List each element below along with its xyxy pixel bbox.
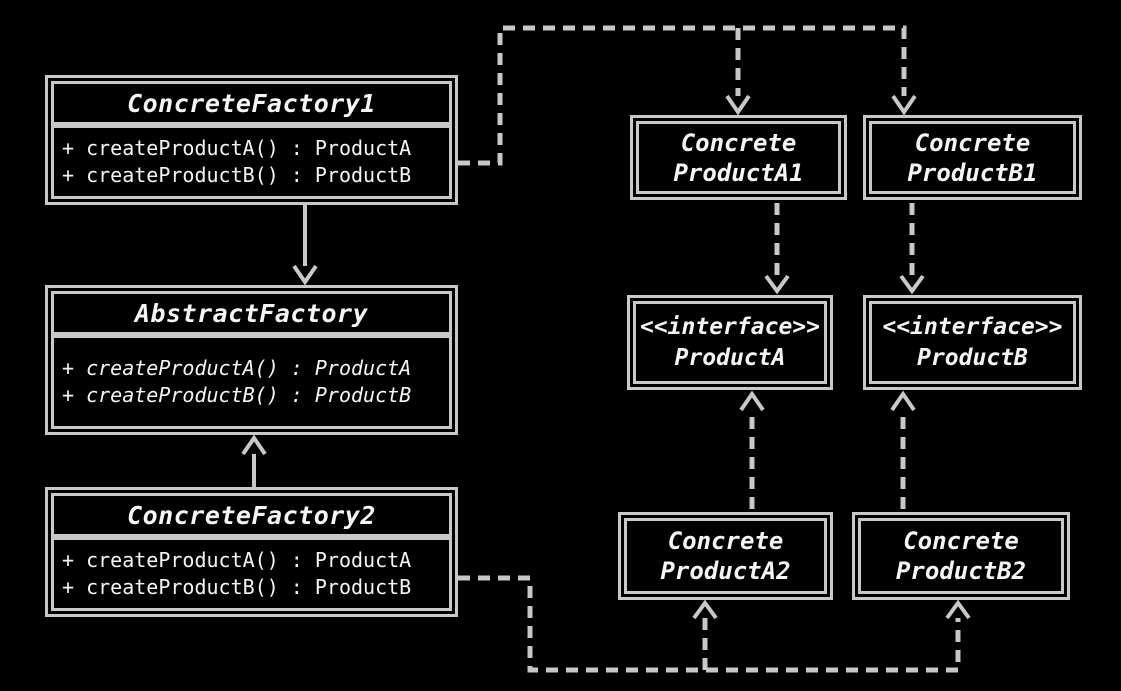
class-name: ConcreteFactory2 [51,493,452,537]
method-line: + createProductA() : ProductA [62,548,412,572]
creates-arrows-concretefactory2-to-products [458,575,971,673]
inheritance-arrow-concretefactory1-to-abstractfactory [292,203,318,286]
method-line: + createProductA() : ProductA [62,136,412,160]
realization-arrow-concreteproductb2-to-productb [890,390,916,509]
interface-stereotype: <<interface>> [882,313,1063,340]
method-line: + createProductB() : ProductB [62,575,412,599]
interface-name: <<interface>> ProductB [869,301,1076,384]
class-methods: + createProductA() : ProductA + createPr… [51,537,452,611]
interface-box-product-a: <<interface>> ProductA [627,295,833,390]
class-name-line: Concrete [680,128,797,157]
class-name: Concrete ProductB1 [869,121,1076,194]
method-line: + createProductA() : ProductA [62,356,412,380]
inheritance-arrow-concretefactory2-to-abstractfactory [241,434,267,487]
interface-stereotype: <<interface>> [639,313,820,340]
class-box-concrete-factory-2: ConcreteFactory2 + createProductA() : Pr… [45,487,458,617]
class-name-line: ProductB2 [895,557,1027,585]
class-name-line: ProductA2 [660,557,791,585]
class-name-line: Concrete [667,527,784,555]
interface-name: <<interface>> ProductA [633,301,827,384]
interface-box-product-b: <<interface>> ProductB [863,295,1082,390]
creates-arrows-concretefactory1-to-products [458,25,917,166]
method-line: + createProductB() : ProductB [62,163,412,187]
class-box-concrete-product-b1: Concrete ProductB1 [863,115,1082,200]
class-name-line: ProductB [917,344,1028,371]
class-name: Concrete ProductB2 [858,518,1064,594]
realization-arrow-concreteproducta2-to-producta [739,390,765,509]
class-box-abstract-factory: AbstractFactory + createProductA() : Pro… [45,285,458,435]
realization-arrow-concreteproductb1-to-productb [899,203,925,295]
class-box-concrete-product-a2: Concrete ProductA2 [618,512,833,600]
class-name-line: Concrete [903,527,1019,555]
class-box-concrete-product-b2: Concrete ProductB2 [852,512,1070,600]
class-box-concrete-product-a1: Concrete ProductA1 [630,115,847,200]
class-name-line: Concrete [914,128,1031,157]
class-name-line: ProductB1 [907,158,1038,187]
class-name: Concrete ProductA2 [624,518,827,594]
class-name-line: ProductA1 [673,158,804,187]
class-name: AbstractFactory [51,291,452,335]
class-methods: + createProductA() : ProductA + createPr… [51,125,452,199]
class-name: Concrete ProductA1 [636,121,841,194]
class-box-concrete-factory-1: ConcreteFactory1 + createProductA() : Pr… [45,75,458,205]
class-name: ConcreteFactory1 [51,81,452,125]
method-line: + createProductB() : ProductB [62,383,412,407]
class-name-line: ProductA [674,344,786,371]
realization-arrow-concreteproducta1-to-producta [764,203,790,295]
class-methods: + createProductA() : ProductA + createPr… [51,335,452,429]
